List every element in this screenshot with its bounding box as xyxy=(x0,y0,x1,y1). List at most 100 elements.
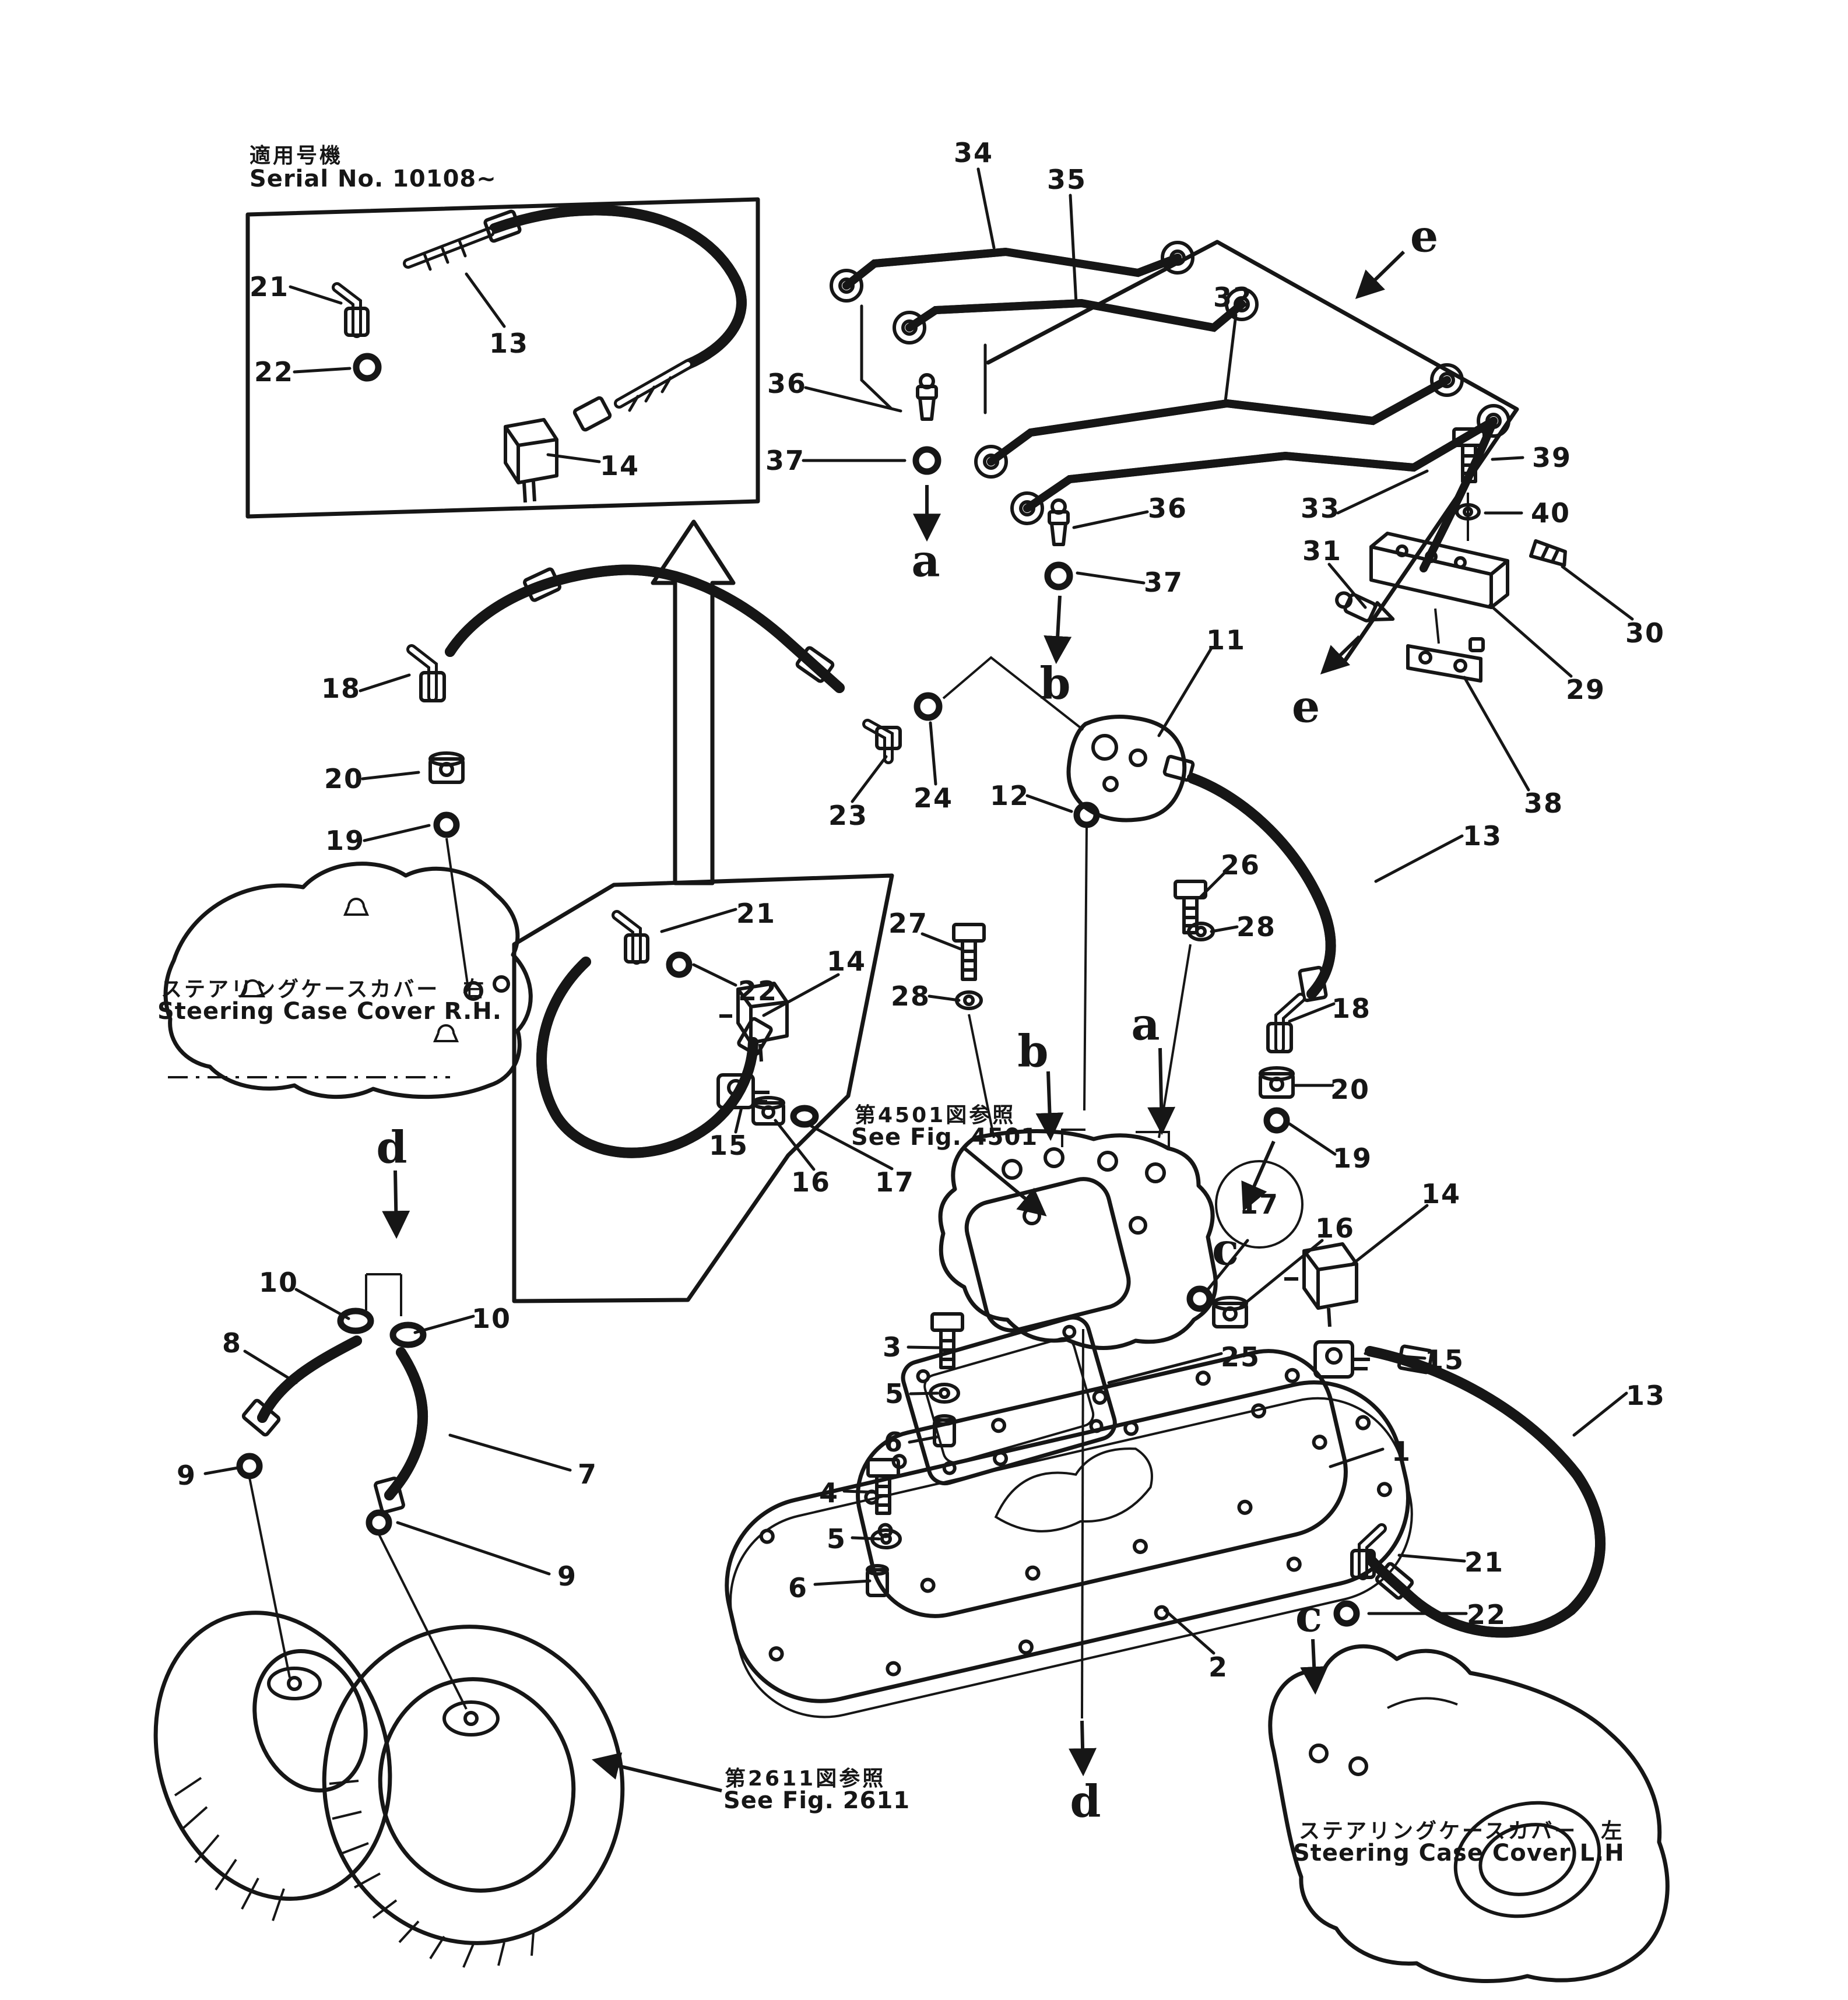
elbow-block-14b xyxy=(719,982,789,1062)
callout-21: 21 xyxy=(249,271,290,303)
callout-17: 17 xyxy=(874,1166,915,1198)
leader-lines xyxy=(203,167,1634,1655)
grease-fitting-36a xyxy=(916,373,938,421)
callout-36: 36 xyxy=(767,368,807,399)
block-11 xyxy=(1066,715,1195,823)
callout-10: 10 xyxy=(258,1267,299,1298)
flow-arrows xyxy=(382,250,1406,1792)
callout-37: 37 xyxy=(1143,567,1184,598)
callout-20: 20 xyxy=(324,763,364,795)
elbow-fittings xyxy=(332,282,1387,1580)
assembly-lines xyxy=(248,493,1469,1719)
serial-box xyxy=(245,197,760,519)
flow-marker-a: a xyxy=(1131,998,1160,1050)
callout-19: 19 xyxy=(1332,1143,1373,1174)
callout-39: 39 xyxy=(1531,442,1572,473)
nuts xyxy=(428,751,1295,1328)
callout-16: 16 xyxy=(1315,1212,1355,1244)
pipe-end-fittings xyxy=(830,241,1510,525)
callout-27: 27 xyxy=(888,908,929,939)
callout-13: 13 xyxy=(489,328,529,359)
callout-24: 24 xyxy=(913,782,954,814)
callout-21: 21 xyxy=(1464,1546,1505,1578)
flow-marker-e: e xyxy=(1291,680,1320,733)
callout-16: 16 xyxy=(791,1166,831,1198)
port-block-15b xyxy=(1313,1340,1370,1379)
elbow-block-14a xyxy=(504,418,558,503)
steel-pipes xyxy=(830,241,1510,572)
fitting-31 xyxy=(1335,591,1395,623)
gasket-25 xyxy=(901,1315,1117,1486)
callout-6: 6 xyxy=(788,1572,809,1604)
callout-36: 36 xyxy=(1147,493,1188,524)
hoses xyxy=(241,210,1600,1633)
callout-38: 38 xyxy=(1523,788,1564,819)
callout-4: 4 xyxy=(818,1477,839,1509)
callout-3: 3 xyxy=(882,1331,903,1363)
steering-cover-lh xyxy=(1268,1644,1670,1984)
callout-19: 19 xyxy=(325,825,366,856)
callout-5: 5 xyxy=(826,1523,847,1555)
flow-marker-d: d xyxy=(1070,1775,1101,1827)
callout-circle-17 xyxy=(1215,1160,1304,1249)
callout-10: 10 xyxy=(471,1303,512,1334)
callout-40: 40 xyxy=(1530,497,1571,529)
callout-23: 23 xyxy=(828,800,869,831)
callout-22: 22 xyxy=(1466,1599,1507,1630)
plate-38 xyxy=(1406,637,1485,683)
flow-marker-b: b xyxy=(1039,657,1071,709)
callout-5: 5 xyxy=(884,1378,905,1410)
steering-cover-rh xyxy=(163,862,533,1099)
bevel-gear-left xyxy=(153,1611,392,1921)
top-panel-outline xyxy=(986,240,1519,662)
bottom-plate-2 xyxy=(725,1380,1413,1718)
callout-1: 1 xyxy=(1391,1436,1412,1467)
note-cover-lh-jp: ステアリングケースカバー 左 xyxy=(1299,1819,1625,1843)
flow-marker-c: c xyxy=(1211,1223,1239,1275)
callout-31: 31 xyxy=(1302,535,1343,567)
plug-30 xyxy=(1529,539,1567,567)
flow-marker-c: c xyxy=(1295,1590,1323,1642)
callout-28: 28 xyxy=(1236,911,1277,943)
callout-14: 14 xyxy=(599,450,640,481)
port-block-15a xyxy=(716,1073,770,1109)
callout-11: 11 xyxy=(1206,624,1246,656)
callout-7: 7 xyxy=(577,1458,598,1490)
callout-6: 6 xyxy=(883,1426,904,1458)
grease-fitting-36b xyxy=(1048,498,1070,546)
callout-20: 20 xyxy=(1330,1074,1371,1105)
callout-33: 33 xyxy=(1300,493,1341,524)
note-cover-rh-en: Steering Case Cover R.H. xyxy=(157,998,502,1025)
callout-21: 21 xyxy=(736,898,777,929)
o-rings xyxy=(236,353,1360,1627)
callout-26: 26 xyxy=(1220,849,1261,881)
callout-35: 35 xyxy=(1046,164,1087,195)
note-serial-jp: 適用号機 xyxy=(250,144,343,168)
flow-marker-d: d xyxy=(376,1121,407,1173)
callout-18: 18 xyxy=(321,673,361,704)
elbow-block-14c xyxy=(1284,1242,1358,1327)
flow-marker-b: b xyxy=(1017,1025,1049,1077)
callout-34: 34 xyxy=(953,137,994,168)
flow-marker-a: a xyxy=(911,535,940,587)
note-fig2611-en: See Fig. 2611 xyxy=(723,1787,911,1814)
callout-30: 30 xyxy=(1625,617,1666,649)
callout-15: 15 xyxy=(708,1130,749,1161)
bracket-29 xyxy=(1369,532,1509,609)
callout-14: 14 xyxy=(1421,1178,1461,1210)
callout-32: 32 xyxy=(1213,282,1253,313)
callout-9: 9 xyxy=(176,1460,197,1491)
callout-8: 8 xyxy=(222,1327,243,1359)
callout-9: 9 xyxy=(557,1560,578,1592)
callout-29: 29 xyxy=(1565,674,1606,705)
callout-22: 22 xyxy=(737,975,778,1007)
callout-37: 37 xyxy=(765,445,806,476)
washers xyxy=(870,503,1481,1549)
callout-2: 2 xyxy=(1208,1651,1229,1683)
callout-17: 17 xyxy=(1239,1189,1280,1220)
note-fig4501-jp: 第4501図参照 xyxy=(855,1103,1016,1127)
note-fig2611-jp: 第2611図参照 xyxy=(725,1767,886,1791)
callout-14: 14 xyxy=(826,945,867,977)
